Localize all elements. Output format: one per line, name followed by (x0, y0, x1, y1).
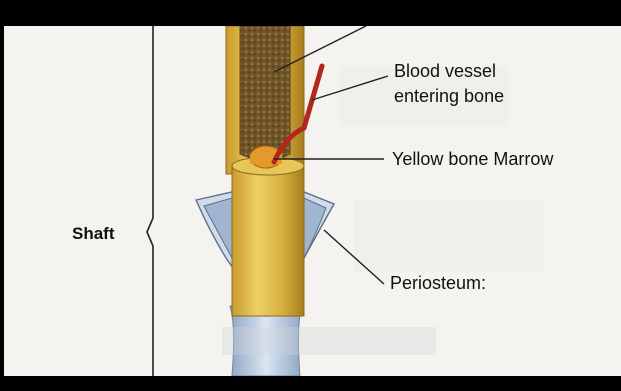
bone-shaft (226, 26, 304, 316)
label-blood-vessel-line1: Blood vessel (394, 61, 496, 81)
marrow-cavity (240, 26, 290, 160)
video-controls-overlay[interactable] (222, 327, 436, 355)
label-shaft: Shaft (72, 224, 115, 243)
letterbox-bottom (0, 376, 621, 391)
letterbox-top (0, 0, 621, 26)
label-blood-vessel-line2: entering bone (394, 86, 504, 106)
label-periosteum: Periosteum: (390, 273, 486, 293)
label-yellow-marrow: Yellow bone Marrow (392, 149, 554, 169)
bone-diagram: Blood vessel entering bone Yellow bone M… (4, 26, 621, 376)
background-smudge (354, 201, 544, 271)
diagram-canvas: Blood vessel entering bone Yellow bone M… (4, 26, 621, 376)
